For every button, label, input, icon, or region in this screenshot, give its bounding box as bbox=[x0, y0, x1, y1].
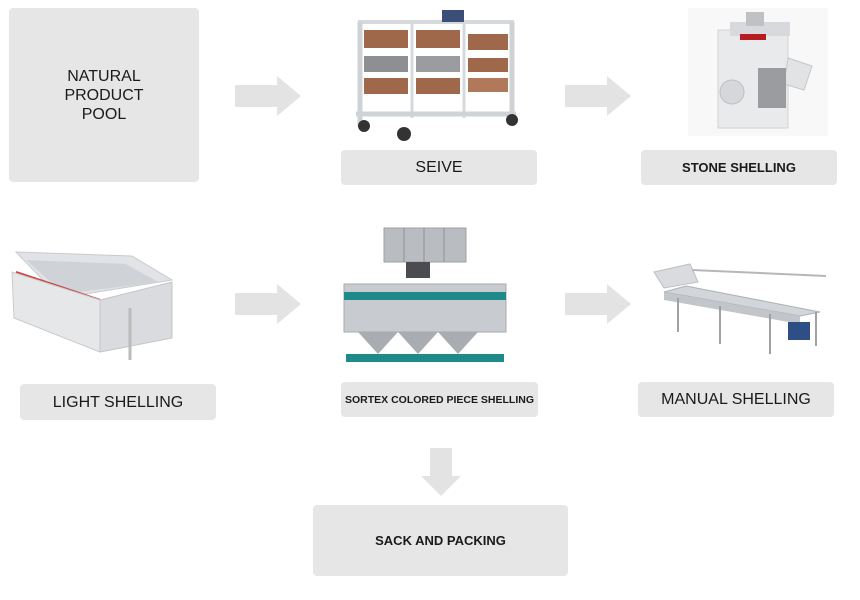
manual-shelling-conveyor-image bbox=[653, 263, 827, 354]
arrow-right-icon bbox=[235, 76, 301, 116]
light-shelling-label: LIGHT SHELLING bbox=[52, 393, 184, 411]
seive-label: SEIVE bbox=[415, 159, 463, 176]
sack-and-packing-box: SACK AND PACKING bbox=[313, 505, 568, 576]
arrow-down-icon bbox=[421, 448, 461, 496]
seive-machine-image bbox=[356, 10, 518, 141]
sortex-label: SORTEX COLORED PIECE SHELLING bbox=[344, 393, 535, 406]
arrow-right-icon bbox=[565, 76, 631, 116]
arrow-right-icon bbox=[235, 284, 301, 324]
sortex-box: SORTEX COLORED PIECE SHELLING bbox=[341, 382, 538, 417]
manual-shelling-box: MANUAL SHELLING bbox=[638, 382, 834, 417]
light-shelling-machine-image bbox=[11, 251, 174, 360]
manual-shelling-label: MANUAL SHELLING bbox=[661, 391, 811, 408]
light-shelling-box: LIGHT SHELLING bbox=[20, 384, 216, 420]
seive-box: SEIVE bbox=[341, 150, 537, 185]
arrow-right-icon bbox=[565, 284, 631, 324]
stone-shelling-label: STONE SHELLING bbox=[682, 160, 796, 175]
sortex-machine-image bbox=[343, 227, 507, 362]
stone-shelling-machine-image bbox=[688, 8, 828, 136]
natural-product-pool-box: NATURAL PRODUCT POOL bbox=[9, 8, 199, 182]
stone-shelling-box: STONE SHELLING bbox=[641, 150, 837, 185]
sack-and-packing-label: SACK AND PACKING bbox=[375, 533, 506, 548]
natural-product-pool-label: NATURAL PRODUCT POOL bbox=[64, 67, 144, 123]
